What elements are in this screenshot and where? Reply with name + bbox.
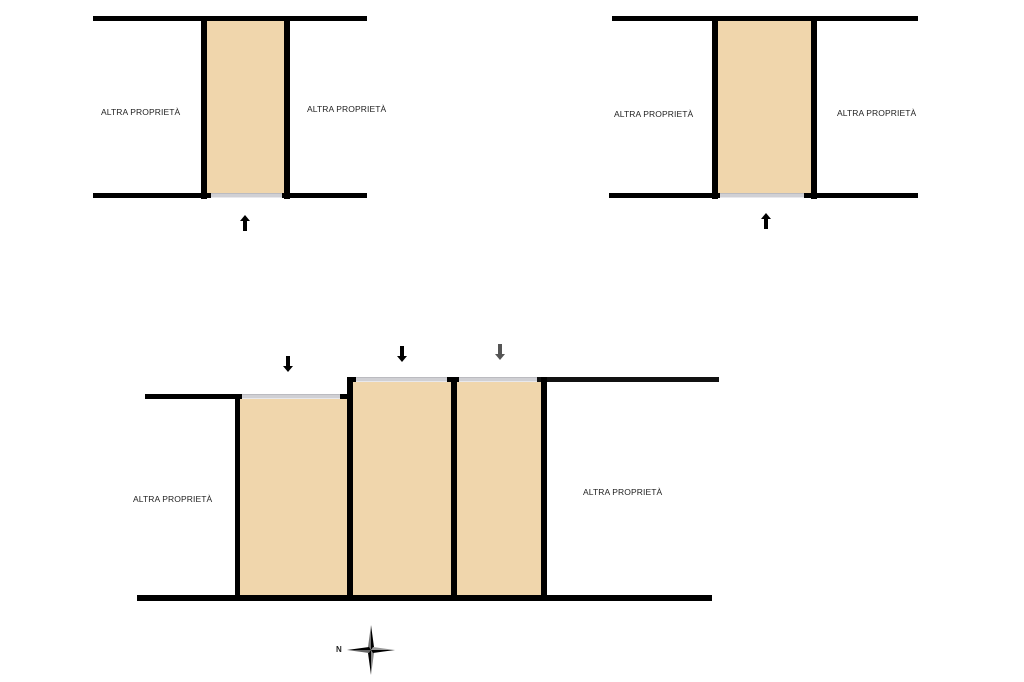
neighbor-label-left: ALTRA PROPRIETÀ — [133, 494, 213, 504]
compass-rose-icon — [347, 625, 395, 675]
wall-top-left — [145, 394, 242, 399]
neighbor-label-right: ALTRA PROPRIETÀ — [307, 104, 387, 114]
neighbor-label-left: ALTRA PROPRIETÀ — [614, 109, 694, 119]
wall-right — [811, 16, 817, 199]
room-2 — [352, 380, 454, 596]
wall-bottom — [137, 595, 712, 601]
compass: N — [335, 622, 397, 678]
room — [205, 19, 287, 196]
entrance-door-2 — [356, 377, 448, 382]
wall-divider-1 — [347, 377, 353, 600]
north-label: N — [336, 645, 342, 654]
wall-left — [235, 394, 240, 600]
arrow-up-icon — [240, 215, 250, 231]
wall-top — [93, 16, 367, 21]
neighbor-label-right: ALTRA PROPRIETÀ — [583, 487, 663, 497]
wall-bottom-right — [282, 193, 367, 198]
wall-top-right — [537, 377, 719, 382]
wall-left — [712, 16, 718, 199]
neighbor-label-right: ALTRA PROPRIETÀ — [837, 108, 917, 118]
arrow-down-icon — [283, 356, 293, 372]
entrance-door-3 — [459, 377, 537, 382]
wall-top — [612, 16, 918, 21]
room — [716, 19, 813, 196]
entrance-door — [720, 193, 804, 198]
arrow-up-icon — [761, 213, 771, 229]
wall-right — [541, 377, 547, 600]
arrow-down-icon — [495, 344, 505, 360]
entrance-door-1 — [242, 394, 342, 399]
wall-bottom-right — [804, 193, 918, 198]
wall-bottom-left — [609, 193, 720, 198]
wall-left — [201, 16, 207, 199]
room-1 — [238, 398, 349, 596]
room-3 — [457, 380, 543, 596]
entrance-door — [211, 193, 282, 198]
wall-step-1 — [340, 394, 350, 399]
wall-right — [284, 16, 290, 199]
neighbor-label-left: ALTRA PROPRIETÀ — [101, 107, 181, 117]
arrow-down-icon — [397, 346, 407, 362]
wall-bottom-left — [93, 193, 211, 198]
wall-divider-2 — [451, 377, 457, 600]
